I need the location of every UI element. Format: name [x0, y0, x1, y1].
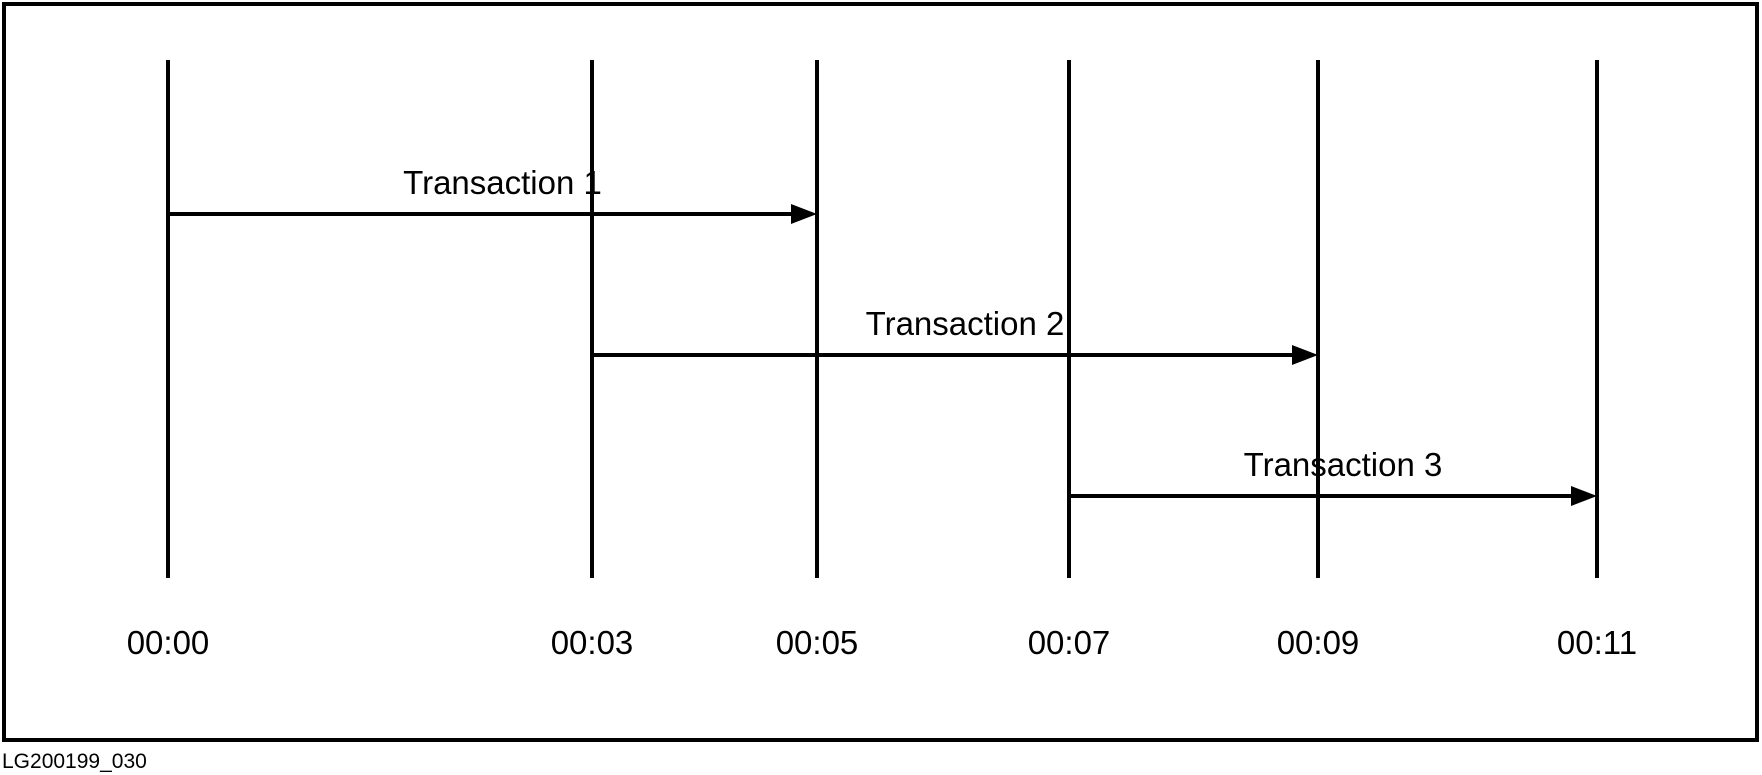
diagram-frame	[2, 2, 1759, 742]
arrowhead	[1292, 345, 1318, 365]
time-tick-label: 00:11	[1557, 624, 1637, 661]
transaction-label: Transaction 1	[403, 164, 602, 201]
arrowhead	[791, 204, 817, 224]
transactions: Transaction 1 Transaction 2 Transaction 3	[168, 164, 1597, 506]
time-tick-label: 00:07	[1028, 624, 1111, 661]
time-ticks: 00:00 00:03 00:05 00:07 00:09 00:11	[127, 60, 1637, 661]
time-tick-label: 00:05	[776, 624, 859, 661]
time-tick-label: 00:09	[1277, 624, 1360, 661]
transaction-label: Transaction 2	[866, 305, 1065, 342]
time-tick-label: 00:03	[551, 624, 634, 661]
time-tick-label: 00:00	[127, 624, 210, 661]
arrowhead	[1571, 486, 1597, 506]
transaction-label: Transaction 3	[1244, 446, 1443, 483]
figure-id: LG200199_030	[2, 750, 147, 773]
